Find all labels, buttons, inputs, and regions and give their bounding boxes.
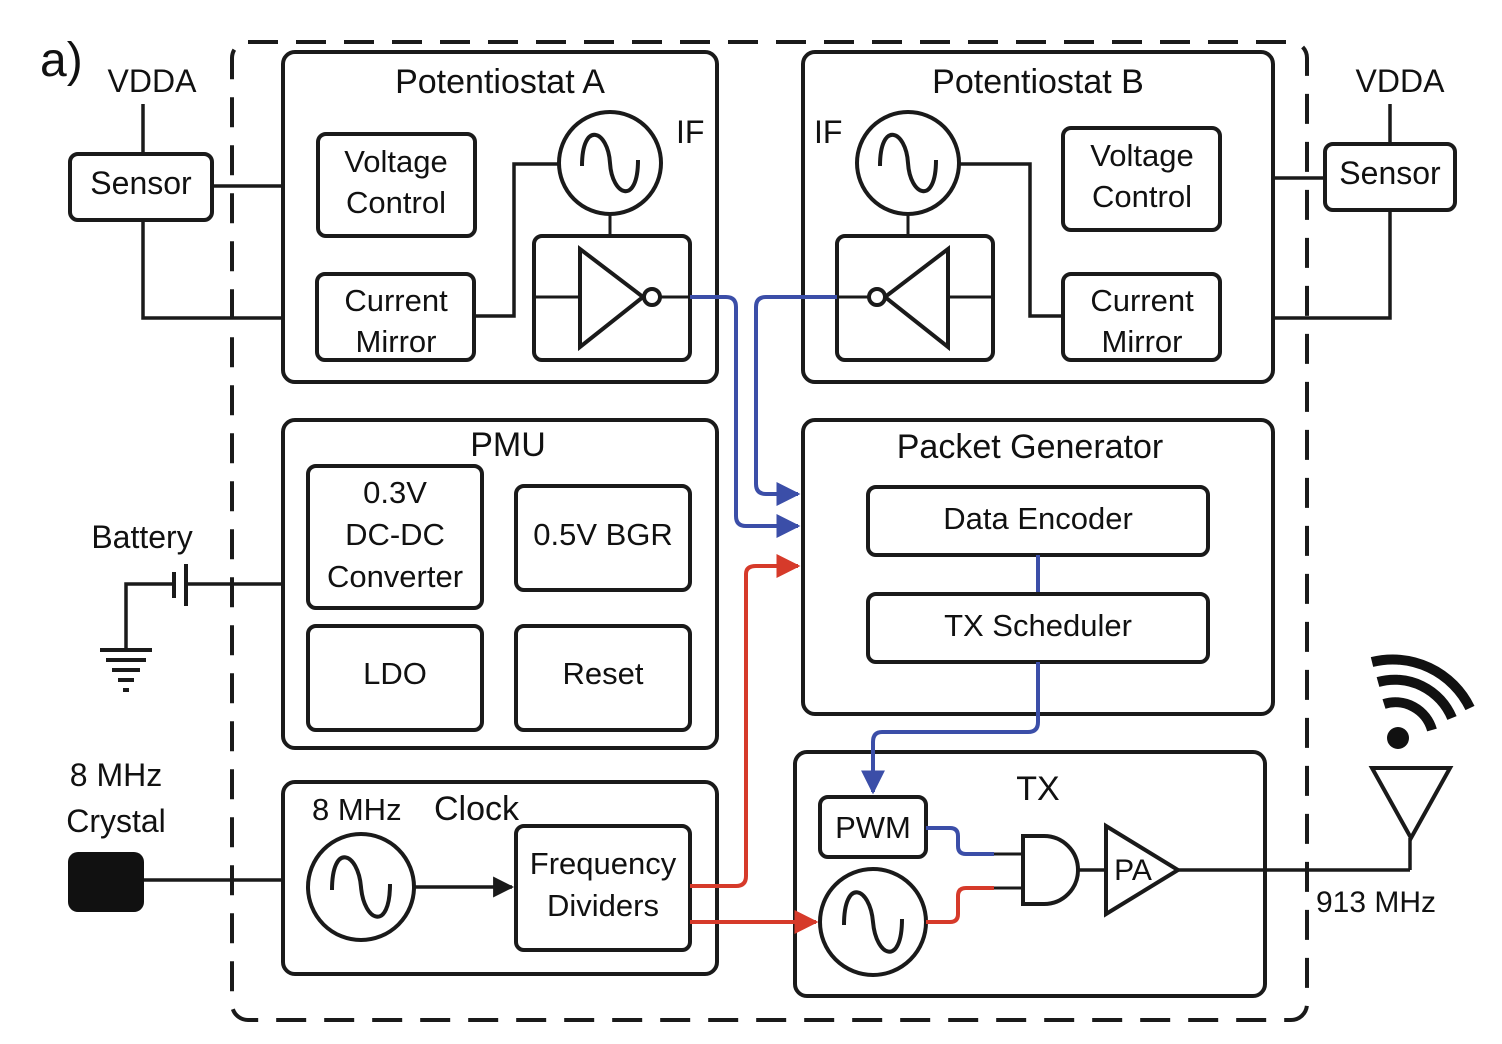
bgr-label: 0.5V BGR [533, 517, 673, 552]
clock: 8 MHz Clock Frequency Dividers [281, 780, 719, 976]
current-mirror-a-line1: Current [344, 283, 448, 318]
pmu: PMU 0.3V DC-DC Converter 0.5V BGR LDO Re… [281, 418, 719, 750]
antenna-frequency-label: 913 MHz [1316, 886, 1436, 919]
dividers-line1: Frequency [530, 846, 677, 881]
dcdc-line1: 0.3V [363, 475, 427, 510]
ldo-box [306, 624, 484, 732]
pwm-label: PWM [835, 810, 911, 845]
clock-to-packet-route [690, 554, 801, 888]
pa-label: PA [1114, 854, 1152, 887]
sine-icon [878, 132, 938, 194]
right-sensor-group: VDDA Sensor [1220, 63, 1457, 320]
vdda-right-label: VDDA [1356, 63, 1446, 99]
sensor-right-label: Sensor [1339, 155, 1441, 191]
voltage-control-b-line2: Control [1092, 179, 1192, 214]
inverter-icon [578, 244, 647, 352]
signal-b-route [754, 295, 837, 506]
wireless-signal-icon [1370, 654, 1475, 749]
sine-icon [842, 890, 904, 954]
crystal-label-line2: Crystal [66, 803, 166, 839]
potentiostat-b-title: Potentiostat B [932, 63, 1144, 101]
scheduler-to-pwm-route [861, 662, 1040, 795]
sensor-left-label: Sensor [90, 165, 192, 201]
packet-generator: Packet Generator Data Encoder TX Schedul… [801, 418, 1275, 716]
ldo-label: LDO [363, 656, 427, 691]
clock-title-freq: 8 MHz [312, 792, 402, 827]
packet-generator-title: Packet Generator [897, 428, 1163, 466]
voltage-control-b-line1: Voltage [1090, 138, 1193, 173]
clock-title: Clock [434, 790, 520, 828]
data-encoder-label: Data Encoder [943, 501, 1133, 536]
crystal-label-line1: 8 MHz [70, 757, 162, 793]
reset-label: Reset [563, 656, 644, 691]
chip-boundary [230, 40, 1309, 1022]
voltage-control-a-line1: Voltage [344, 144, 447, 179]
sine-icon [580, 132, 640, 194]
antenna-icon [1368, 766, 1454, 843]
signal-a-route [690, 295, 801, 538]
crystal-icon [68, 852, 144, 912]
inverter-icon [881, 244, 950, 352]
left-sensor-group: VDDA Sensor [68, 63, 318, 320]
dividers-line2: Dividers [547, 888, 659, 923]
current-mirror-b-line1: Current [1090, 283, 1194, 318]
bgr-box [514, 484, 692, 592]
voltage-control-b-box [1061, 126, 1222, 232]
tx-title: TX [1016, 770, 1059, 808]
battery-group: Battery [91, 519, 283, 692]
power-amplifier-icon [1104, 822, 1182, 918]
vdda-left-label: VDDA [108, 63, 198, 99]
and-gate-icon [1021, 834, 1080, 906]
dcdc-line2: DC-DC [345, 517, 445, 552]
voltage-control-a-box [316, 132, 477, 238]
antenna-group: 913 MHz [1178, 654, 1475, 919]
potentiostat-a-title: Potentiostat A [395, 63, 605, 101]
battery-label: Battery [91, 519, 192, 555]
sine-icon [330, 855, 392, 919]
potentiostat-a: Potentiostat A Voltage Control Current M… [281, 50, 719, 384]
dcdc-converter-box [306, 464, 484, 610]
tx: TX PWM PA [793, 750, 1267, 998]
current-mirror-b-line2: Mirror [1102, 324, 1183, 359]
reset-box [514, 624, 692, 732]
if-label-a: IF [676, 114, 704, 150]
if-label-b: IF [814, 114, 842, 150]
crystal-group: 8 MHz Crystal [66, 757, 283, 912]
potentiostat-b: Potentiostat B Voltage Control Current M… [801, 50, 1275, 384]
panel-label: a) [40, 34, 83, 87]
pmu-title: PMU [470, 426, 546, 464]
tx-scheduler-label: TX Scheduler [944, 608, 1132, 643]
dcdc-line3: Converter [327, 559, 463, 594]
voltage-control-a-line2: Control [346, 185, 446, 220]
current-mirror-a-line2: Mirror [356, 324, 437, 359]
